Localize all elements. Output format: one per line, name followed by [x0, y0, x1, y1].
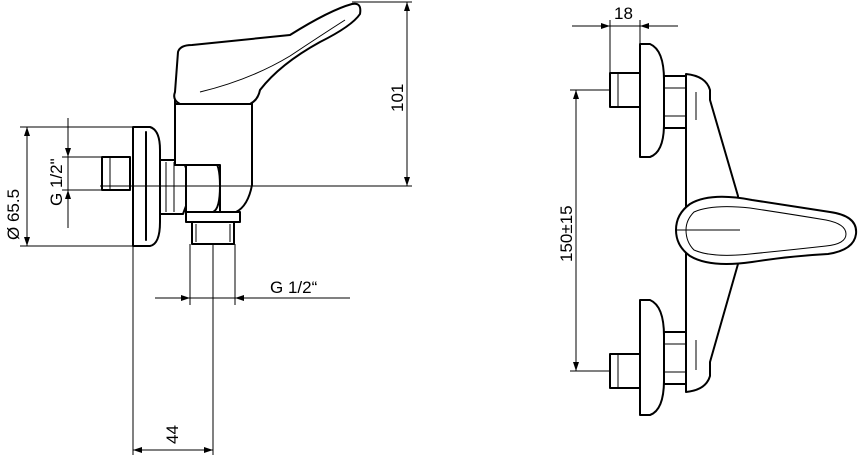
side-body — [174, 99, 253, 213]
dim-44-arrow-left — [133, 447, 142, 453]
dim-18-arrow-left — [601, 23, 610, 29]
side-lever-highlight — [199, 19, 346, 93]
dim-diam-arrow-top — [24, 127, 30, 136]
dim-thread-bottom-arrow-right — [235, 295, 244, 301]
dim-150-arrow-top — [573, 90, 579, 99]
dim-diam-label: Ø 65.5 — [4, 189, 23, 240]
dim-44-label: 44 — [163, 425, 182, 444]
dim-44-arrow-right — [204, 447, 213, 453]
front-view: 18 150±15 — [557, 4, 858, 416]
dim-150-label: 150±15 — [557, 205, 576, 262]
dim-150-arrow-bottom — [573, 362, 579, 371]
front-lower-stub — [609, 353, 641, 389]
front-lower-plate — [639, 299, 665, 416]
dim-18-label: 18 — [614, 4, 633, 23]
front-upper-stub — [609, 72, 641, 108]
side-lever — [173, 2, 362, 105]
front-lower-nut — [663, 331, 687, 385]
side-hex-nut — [159, 159, 187, 215]
dim-diam-arrow-bottom — [24, 237, 30, 246]
side-inlet-stub — [101, 156, 131, 191]
dim-18-arrow-right — [640, 23, 649, 29]
dim-thread-side-arrow-bottom — [65, 190, 71, 199]
dim-101-arrow-top — [404, 2, 410, 11]
dim-thread-bottom-arrow-left — [181, 295, 190, 301]
side-outlet-thread — [191, 221, 235, 245]
side-view: 44 G 1/2“ 101 Ø 65.5 G 1/2" — [4, 1, 412, 455]
dim-101-label: 101 — [388, 84, 407, 112]
dim-101-arrow-bottom — [404, 177, 410, 186]
front-upper-plate — [639, 43, 665, 158]
front-upper-nut — [663, 75, 687, 129]
dim-thread-bottom-label: G 1/2“ — [270, 278, 318, 297]
dim-thread-side-arrow-top — [65, 148, 71, 157]
side-outlet-collar — [185, 211, 241, 223]
dim-thread-side-label: G 1/2" — [47, 158, 66, 206]
front-lever-inner — [685, 206, 847, 256]
